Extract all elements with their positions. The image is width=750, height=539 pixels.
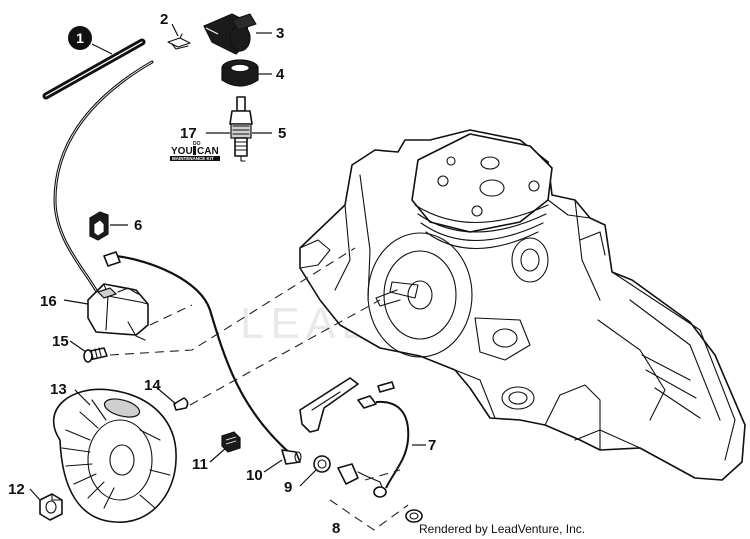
callout-1-label: 1 <box>76 30 84 46</box>
part-2-spring-clip[interactable] <box>167 33 191 50</box>
short-ignition-lead <box>103 251 293 456</box>
stop-switch-screw <box>377 381 395 393</box>
part-3-spark-plug-boot[interactable] <box>203 13 257 55</box>
part-1-fuel-line[interactable] <box>42 38 146 100</box>
kit-badge-do: DO <box>193 141 201 147</box>
callout-8-label[interactable]: 8 <box>332 520 340 537</box>
callout-15-label[interactable]: 15 <box>52 333 69 350</box>
stop-switch-plate <box>299 377 359 433</box>
callout-7-label[interactable]: 7 <box>428 437 436 454</box>
callout-3-label[interactable]: 3 <box>276 25 284 42</box>
callout-6-label[interactable]: 6 <box>134 217 142 234</box>
part-5-spark-plug[interactable] <box>229 96 253 162</box>
part-13-flywheel[interactable] <box>53 388 177 523</box>
part-8-short-circuit-wire[interactable] <box>337 463 423 523</box>
callout-1[interactable]: 1 <box>68 26 92 50</box>
part-10-wire-connector[interactable] <box>281 449 302 465</box>
kit-badge-can: CAN <box>197 146 219 157</box>
callout-13-label[interactable]: 13 <box>50 381 67 398</box>
engine-housing <box>299 129 746 481</box>
part-15-screw[interactable] <box>83 347 108 363</box>
callout-9-label[interactable]: 9 <box>284 479 292 496</box>
kit-badge-maintenance: MAINTENANCE KIT <box>172 156 214 161</box>
part-12-flywheel-nut[interactable] <box>39 493 63 521</box>
callout-2-label[interactable]: 2 <box>160 11 168 28</box>
callout-numbers: 1 2 3 4 5 6 7 8 9 10 11 12 13 14 15 16 1… <box>8 11 436 537</box>
render-credit: Rendered by LeadVenture, Inc. <box>419 522 585 536</box>
callout-leaders <box>29 23 426 501</box>
part-4-grommet[interactable] <box>221 59 259 87</box>
part-9-sleeve[interactable] <box>313 455 331 473</box>
callout-14-label[interactable]: 14 <box>144 377 161 394</box>
part-7-ground-wire[interactable] <box>357 395 410 489</box>
part-6-wire-grommet[interactable] <box>89 211 109 241</box>
ignition-lead-wire <box>53 60 154 294</box>
callout-17-label[interactable]: 17 <box>180 125 197 142</box>
callout-11-label[interactable]: 11 <box>192 456 208 473</box>
part-16-ignition-module[interactable] <box>87 283 149 341</box>
callout-4-label[interactable]: 4 <box>276 66 285 83</box>
callout-16-label[interactable]: 16 <box>40 293 57 310</box>
part-11-terminal-block[interactable] <box>221 431 241 453</box>
callout-12-label[interactable]: 12 <box>8 481 25 498</box>
part-14-woodruff-key[interactable] <box>173 397 189 411</box>
callout-5-label[interactable]: 5 <box>278 125 286 142</box>
callout-10-label[interactable]: 10 <box>246 467 263 484</box>
part-17-maintenance-kit-badge[interactable]: DO YOU CAN MAINTENANCE KIT <box>170 141 220 161</box>
kit-badge-you: YOU <box>171 146 193 157</box>
assembly-lines <box>109 247 409 531</box>
